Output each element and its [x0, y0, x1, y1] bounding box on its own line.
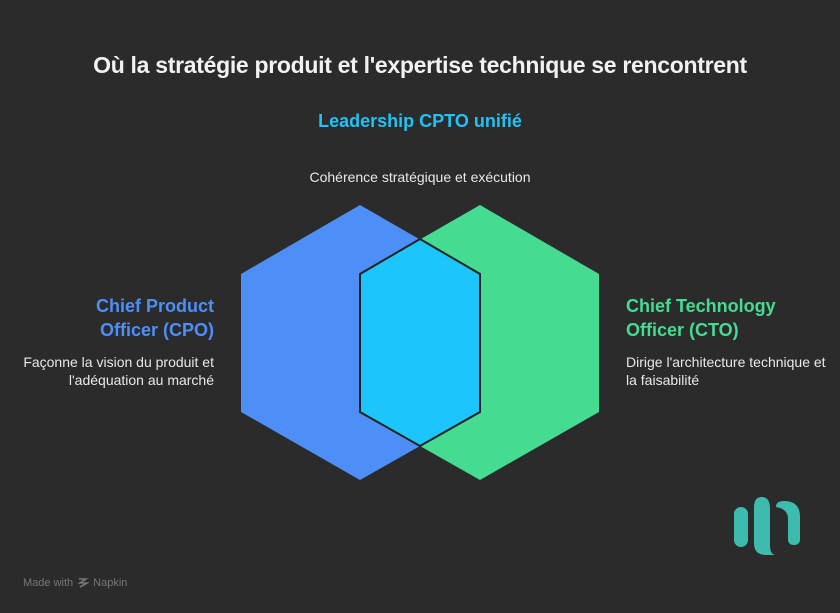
napkin-icon: [77, 578, 90, 588]
cpo-description: Façonne la vision du produit et l'adéqua…: [23, 354, 214, 388]
made-with-napkin[interactable]: Made with Napkin: [23, 577, 127, 589]
napkin-logo-icon: [734, 497, 800, 555]
cto-title: Chief Technology Officer (CTO): [626, 296, 776, 340]
napkin-label: Napkin: [93, 577, 128, 589]
cto-description: Dirige l'architecture technique et la fa…: [626, 354, 826, 388]
made-with-label: Made with: [23, 577, 74, 589]
diagram-title: Où la stratégie produit et l'expertise t…: [93, 52, 747, 78]
center-title: Leadership CPTO unifié: [318, 111, 522, 131]
cpo-title: Chief Product Officer (CPO): [95, 296, 214, 340]
overlap-hexagon: [359, 237, 481, 448]
center-description: Cohérence stratégique et exécution: [309, 169, 531, 185]
